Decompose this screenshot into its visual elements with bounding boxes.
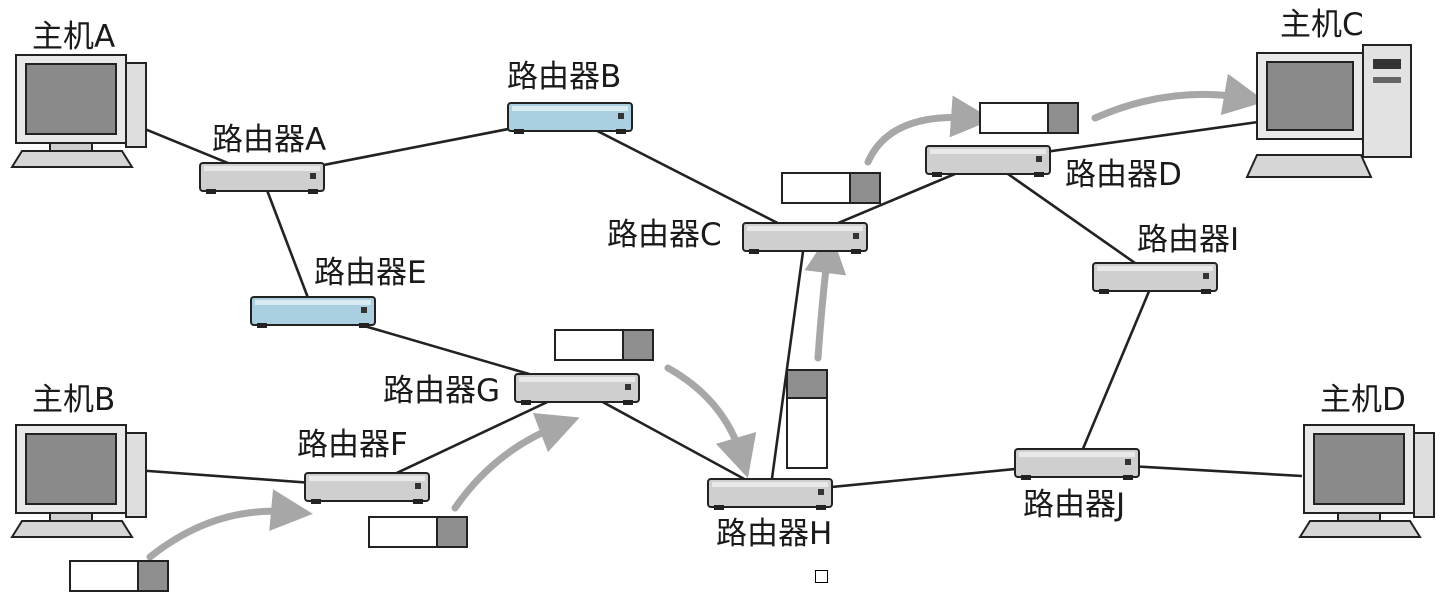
host-a-computer-icon: [10, 54, 147, 168]
router-b: [507, 102, 633, 134]
link-router-A-to-router-E: [260, 176, 315, 312]
host-b-computer-icon: [10, 424, 147, 538]
link-router-G-to-router-H: [576, 386, 771, 495]
router-f-label: 路由器F: [297, 427, 408, 463]
router-i: [1092, 262, 1218, 294]
small-square-marker: [815, 570, 828, 583]
packet-2: [368, 516, 468, 548]
router-g-label: 路由器G: [383, 373, 501, 409]
router-a: [199, 162, 325, 194]
router-f: [304, 472, 430, 504]
link-router-I-to-router-J: [1075, 276, 1157, 464]
packet-5: [979, 102, 1079, 134]
router-a-label: 路由器A: [212, 122, 327, 158]
router-d: [925, 145, 1051, 177]
router-j: [1014, 448, 1140, 480]
flow-arrow-1: [146, 489, 313, 561]
host-b-label: 主机B: [32, 382, 116, 418]
flow-arrow-5: [864, 95, 993, 166]
host-d-computer-icon: [1298, 424, 1435, 538]
router-g: [514, 373, 640, 405]
flow-arrow-4: [804, 231, 847, 362]
host-d-label: 主机D: [1320, 382, 1406, 418]
router-e: [250, 296, 376, 328]
link-router-F-to-router-G: [366, 386, 578, 489]
router-e-label: 路由器E: [314, 255, 427, 291]
link-router-H-to-router-C: [768, 236, 807, 494]
router-i-label: 路由器I: [1137, 222, 1240, 258]
flow-arrow-6: [1091, 73, 1266, 122]
packet-1: [69, 560, 169, 592]
host-a-label: 主机A: [32, 19, 116, 55]
flow-arrow-2: [451, 412, 580, 512]
router-c-label: 路由器C: [607, 217, 722, 253]
router-h: [707, 478, 833, 510]
packet-6: [786, 369, 828, 469]
router-c: [742, 222, 868, 254]
host-c-label: 主机C: [1280, 7, 1364, 43]
router-d-label: 路由器D: [1065, 157, 1182, 193]
link-router-D-to-router-I: [987, 158, 1156, 279]
router-h-label: 路由器H: [716, 516, 833, 552]
router-j-label: 路由器J: [1023, 487, 1126, 523]
link-router-B-to-router-C: [569, 115, 806, 239]
router-b-label: 路由器B: [507, 59, 622, 95]
packet-3: [554, 329, 654, 361]
packet-4: [781, 172, 881, 204]
host-c-computer-icon: [1245, 44, 1412, 178]
flow-arrow-3: [664, 364, 757, 479]
